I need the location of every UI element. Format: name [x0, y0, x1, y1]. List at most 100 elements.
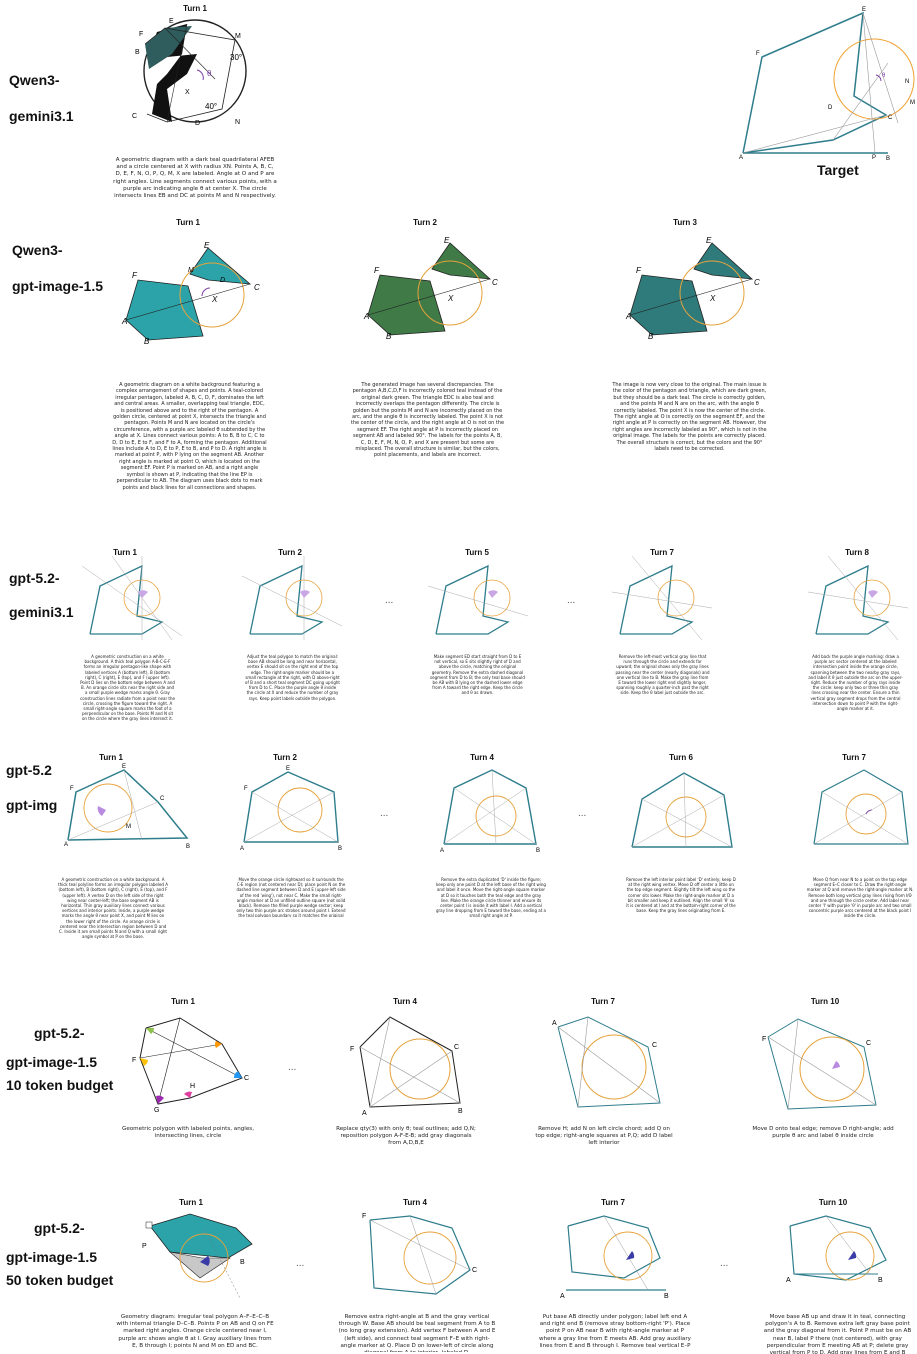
turn-caption: Move base AB up and draw it in teal, con… [763, 1314, 912, 1354]
diagram-thumbnail: AC [552, 1016, 661, 1108]
svg-text:B: B [458, 1108, 463, 1115]
svg-text:B: B [536, 848, 540, 854]
diagram-thumbnail [82, 556, 183, 640]
turn-title: Turn 4 [403, 1198, 427, 1207]
diagram-thumbnail [612, 556, 713, 640]
turn-caption: Make segment ED start straight from D to… [430, 654, 525, 696]
turn-title: Turn 7 [601, 1198, 625, 1207]
row-label-1a: Qwen3- [9, 72, 60, 88]
svg-text:B: B [878, 1277, 883, 1284]
svg-text:B: B [135, 49, 140, 56]
svg-text:F: F [636, 266, 642, 275]
svg-text:B: B [664, 1293, 669, 1300]
turn-title: Turn 4 [393, 997, 417, 1006]
turn-title: Turn 1 [171, 997, 195, 1006]
turn-caption: Move Q from near N to a point on the top… [806, 877, 914, 919]
turn-caption: A geometric diagram with a dark teal qua… [113, 157, 277, 200]
diagram-thumbnail: PB [142, 1213, 253, 1299]
svg-text:A: A [739, 155, 743, 161]
svg-text:B: B [186, 844, 190, 850]
svg-text:E: E [706, 236, 712, 245]
ellipsis: ... [385, 595, 394, 606]
svg-text:F: F [132, 271, 138, 280]
svg-text:C: C [160, 796, 165, 802]
turn-caption: The generated image has several discrepa… [350, 382, 505, 459]
row-label-3a: gpt-5.2- [9, 570, 60, 586]
turn-title: Turn 10 [810, 997, 840, 1006]
ellipsis: ... [288, 1062, 297, 1073]
svg-text:M: M [235, 33, 241, 40]
svg-text:A: A [786, 1277, 791, 1284]
svg-text:θ: θ [207, 69, 212, 78]
svg-text:E: E [122, 764, 126, 770]
svg-text:θ: θ [882, 73, 886, 79]
svg-text:F: F [756, 51, 760, 57]
turn-caption: Move the orange circle rightward so it s… [236, 877, 346, 917]
ellipsis: ... [296, 1258, 305, 1269]
turn-caption: A geometric diagram on a white backgroun… [112, 382, 267, 491]
turn-caption: Geometric polygon with labeled points, a… [121, 1126, 255, 1140]
svg-text:E: E [204, 241, 210, 250]
svg-text:M: M [910, 100, 915, 106]
svg-text:F: F [362, 1213, 366, 1220]
turn-title: Turn 8 [845, 548, 869, 557]
turn-caption: Geometry diagram: irregular teal polygon… [116, 1314, 274, 1349]
turn-title: Turn 5 [465, 548, 489, 557]
svg-text:C: C [254, 283, 260, 292]
turn-title: Turn 10 [818, 1198, 848, 1207]
ellipsis: ... [578, 808, 587, 819]
svg-text:C: C [652, 1042, 657, 1049]
row-label-2a: Qwen3- [12, 242, 63, 258]
svg-text:X: X [185, 89, 190, 96]
diagram-thumbnail [631, 772, 733, 848]
diagram-thumbnail: AB FE CX [363, 236, 498, 341]
svg-text:X: X [447, 294, 454, 303]
diagram-thumbnail: FG HC [132, 1017, 249, 1114]
row-label-6a: gpt-5.2- [34, 1220, 85, 1236]
turn-caption: Remove the left interior point label 'D'… [626, 877, 736, 914]
svg-text:F: F [132, 1057, 136, 1064]
svg-text:30°: 30° [230, 53, 242, 62]
svg-text:A: A [121, 317, 127, 326]
turn-caption: A geometric construction on a white back… [80, 654, 175, 722]
svg-text:N: N [905, 79, 909, 85]
svg-text:X: X [709, 294, 716, 303]
svg-text:A: A [560, 1293, 565, 1300]
svg-text:E: E [286, 766, 290, 772]
turn-title: Turn 4 [470, 753, 494, 762]
svg-text:B: B [648, 332, 654, 341]
svg-text:H: H [190, 1083, 195, 1090]
svg-text:F: F [139, 31, 143, 38]
diagram-thumbnail: FC [762, 1018, 877, 1110]
svg-text:C: C [888, 115, 893, 121]
row-label-3b: gemini3.1 [9, 604, 74, 620]
svg-text:B: B [338, 846, 342, 852]
svg-text:N: N [235, 119, 240, 126]
diagram-thumbnail: FC [362, 1213, 477, 1295]
turn-title: Turn 1 [99, 753, 123, 762]
turn-title: Turn 6 [669, 753, 693, 762]
svg-text:C: C [754, 278, 760, 287]
svg-text:40°: 40° [205, 102, 217, 111]
svg-text:D: D [195, 120, 200, 126]
row-label-4b: gpt-img [6, 797, 58, 813]
turn-caption: Remove the extra duplicated 'D' inside t… [436, 877, 546, 919]
target-label: Target [817, 162, 859, 178]
turn-title: Turn 1 [176, 218, 200, 227]
svg-text:P: P [872, 155, 876, 161]
turn-title: Turn 2 [273, 753, 297, 762]
row-label-6c: 50 token budget [6, 1272, 114, 1288]
turn-title: Turn 7 [591, 997, 615, 1006]
svg-text:X: X [211, 295, 218, 304]
turn-title: Turn 1 [183, 4, 207, 13]
row-label-2b: gpt-image-1.5 [12, 278, 104, 294]
svg-text:F: F [244, 786, 248, 792]
turn-caption: Adjust the teal polygon to match the ori… [245, 654, 340, 701]
svg-text:B: B [240, 1259, 245, 1266]
turn-title: Turn 7 [650, 548, 674, 557]
